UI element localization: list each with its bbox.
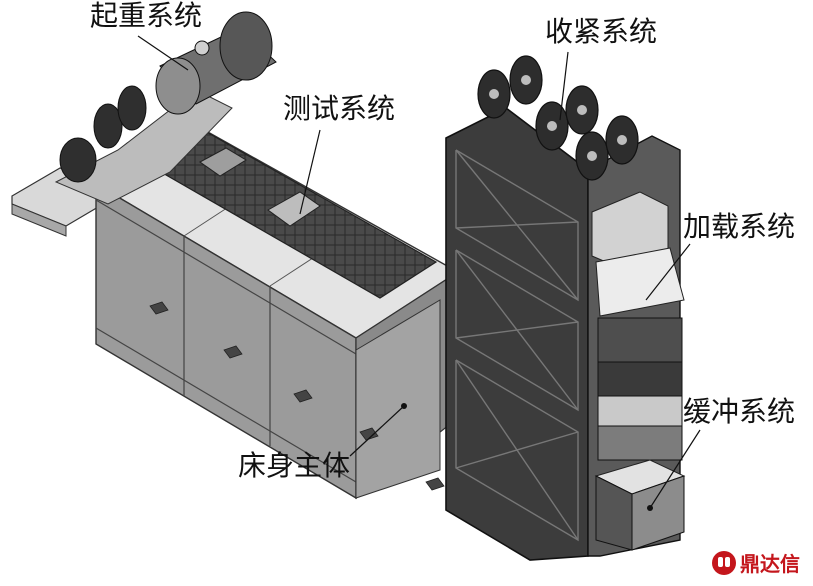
winch-drum-3 (117, 85, 147, 131)
rail-carriage-2 (199, 147, 247, 177)
stack-upper (595, 247, 685, 317)
label-bed-body: 床身主体 (238, 449, 351, 482)
tower-bracing (455, 149, 579, 542)
foot-pads (149, 301, 553, 549)
motor (155, 11, 277, 115)
leader-dot-bed (401, 403, 407, 409)
leader-lines (137, 35, 701, 509)
label-lifting-system: 起重系统 (90, 0, 203, 32)
bed-front-seams (95, 199, 357, 483)
label-loading-system: 加载系统 (683, 210, 796, 243)
winch-drum-1 (59, 137, 97, 183)
label-testing-system: 测试系统 (283, 92, 396, 125)
tower-front (445, 107, 589, 561)
rail-carriage (267, 191, 321, 227)
leader-dot-buffer (647, 505, 653, 511)
stack-block-1 (597, 317, 683, 363)
pulley-hubs (489, 75, 627, 161)
base-skid-side (11, 203, 67, 237)
brand-logo-icon (712, 550, 736, 575)
stack-block-2 (597, 361, 683, 397)
bed-end-panel (355, 299, 441, 499)
stack-block-3 (597, 395, 683, 427)
winch-drum-2 (93, 103, 123, 149)
watermark-text: 鼎达信 (740, 552, 800, 576)
label-buffer-system: 缓冲系统 (683, 395, 796, 428)
winch-frame (54, 89, 233, 205)
stack-block-4 (597, 425, 683, 461)
watermark: 鼎达信 (712, 548, 800, 577)
label-clamping-system: 收紧系统 (545, 15, 658, 48)
